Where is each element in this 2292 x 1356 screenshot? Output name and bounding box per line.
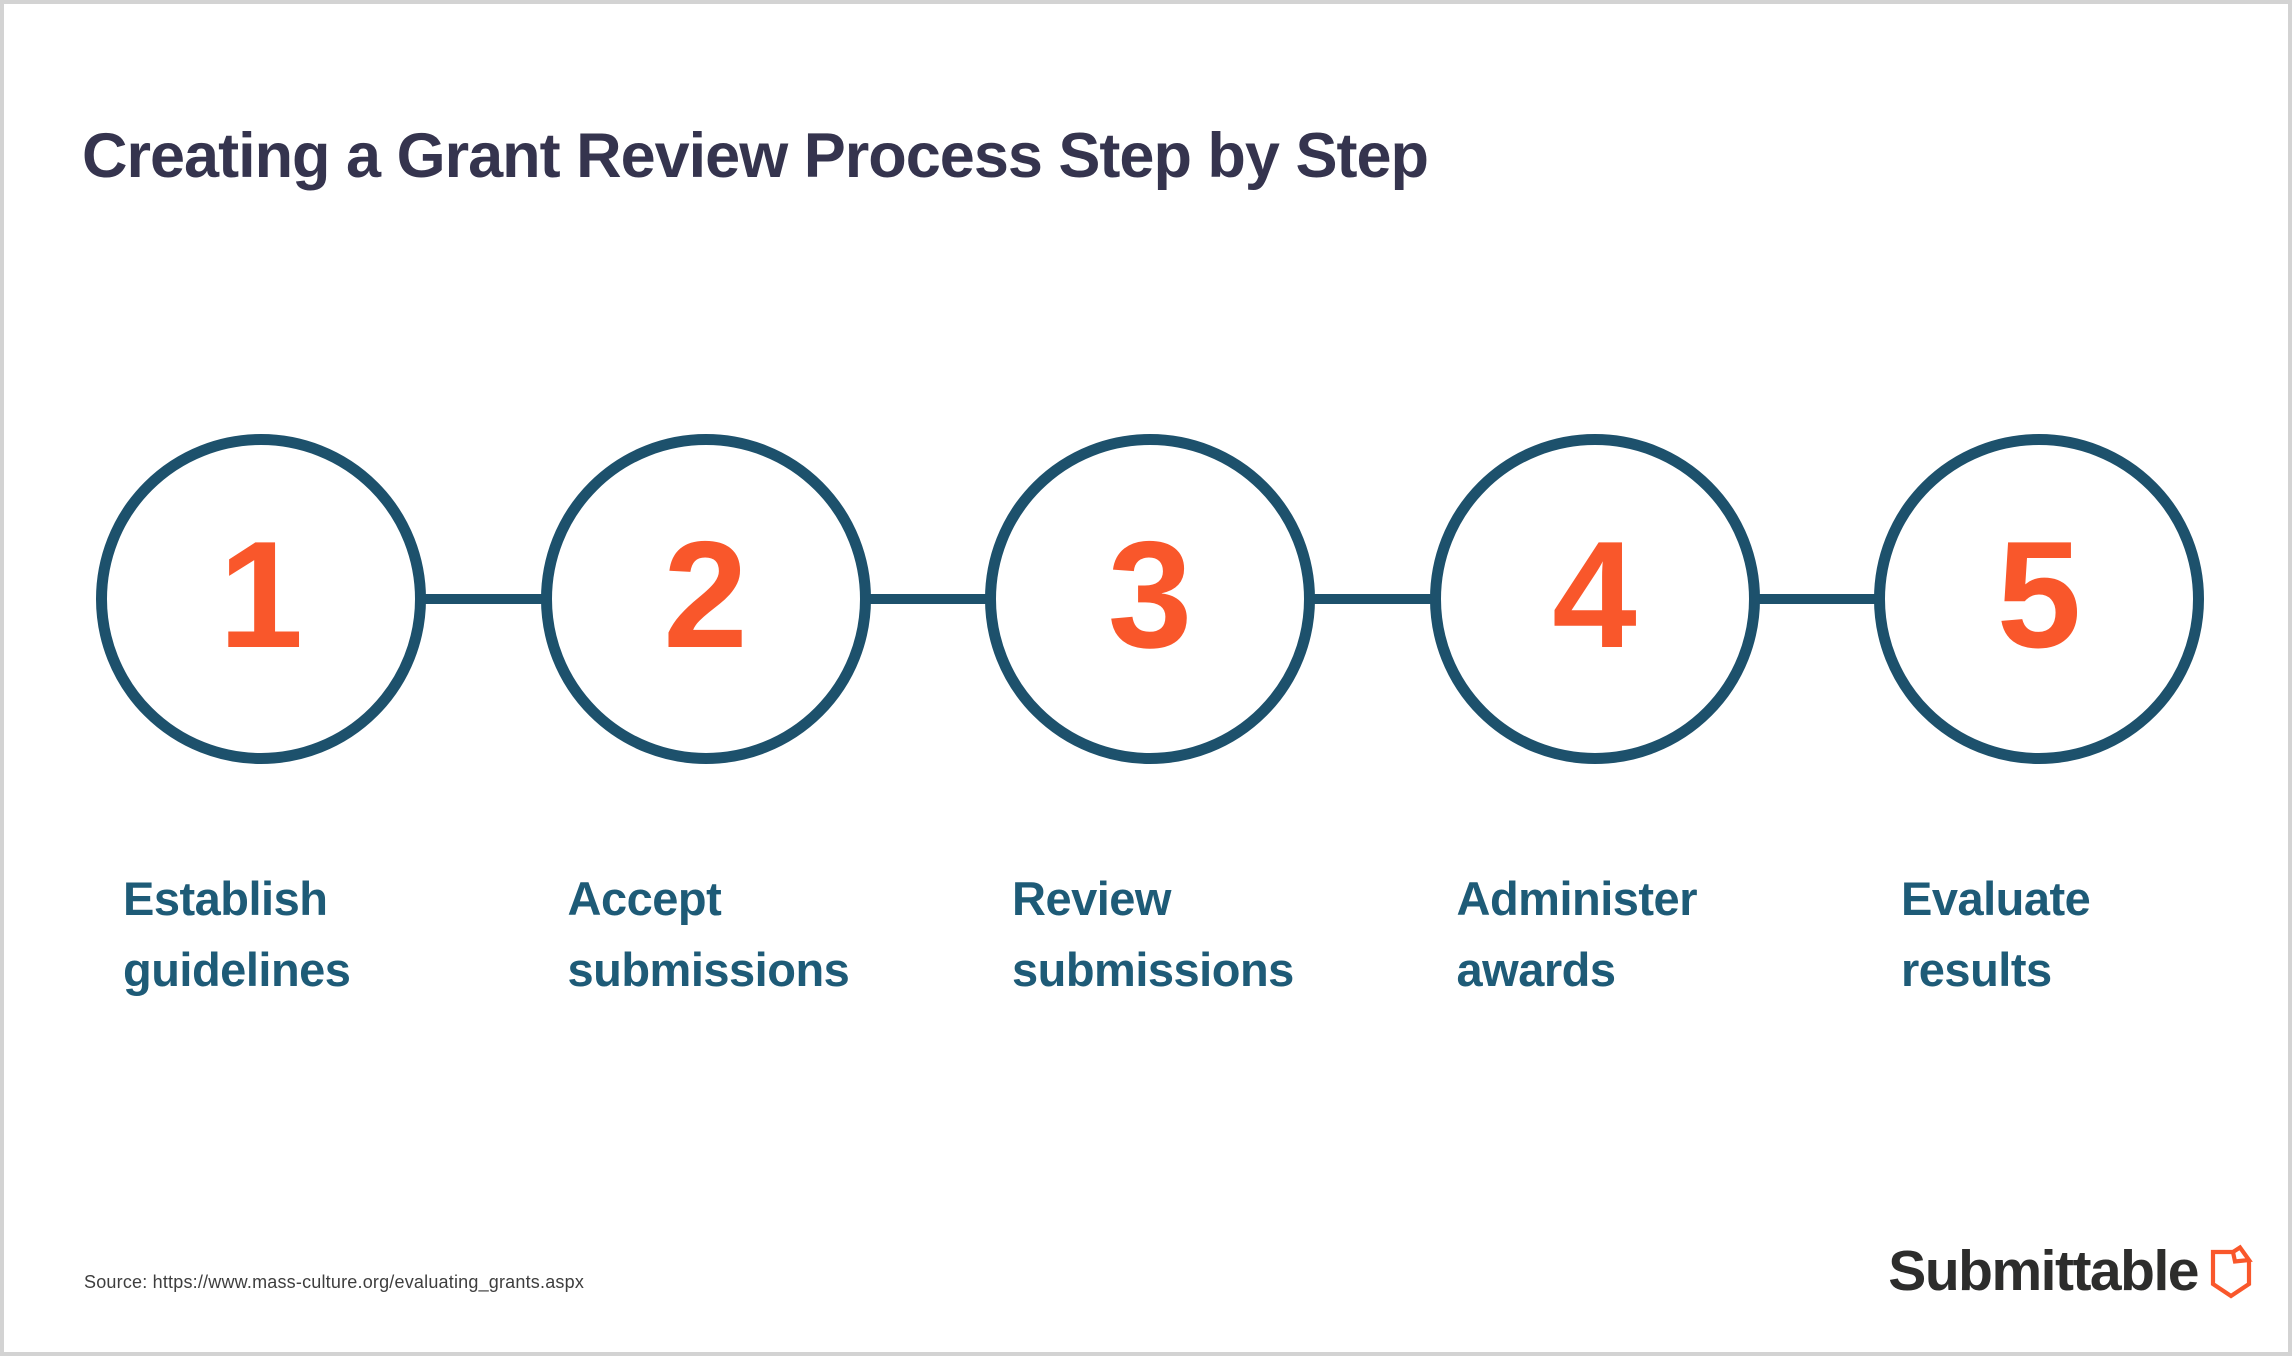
step-1-circle: 1 <box>96 434 426 764</box>
step-3-circle: 3 <box>985 434 1315 764</box>
step-5-label-line1: Evaluate <box>1901 872 2091 925</box>
steps-row: 1 Establish guidelines 2 Accept submissi… <box>91 434 2209 1005</box>
step-5-label-line2: results <box>1901 942 2052 996</box>
page-title: Creating a Grant Review Process Step by … <box>82 121 1429 191</box>
step-3-number: 3 <box>1107 510 1193 680</box>
step-3-label: Review submissions <box>980 864 1320 1005</box>
step-1: 1 Establish guidelines <box>91 434 431 1005</box>
step-2-number: 2 <box>663 510 748 680</box>
step-1-label: Establish guidelines <box>91 864 431 1005</box>
submittable-wordmark: Submittable <box>1888 1239 2199 1303</box>
step-4-number: 4 <box>1552 510 1637 680</box>
step-5-label: Evaluate results <box>1869 864 2209 1005</box>
step-3: 3 Review submissions <box>980 434 1320 1005</box>
step-5: 5 Evaluate results <box>1869 434 2209 1005</box>
source-attribution: Source: https://www.mass-culture.org/eva… <box>84 1272 585 1292</box>
step-4-label-line2: awards <box>1456 942 1616 996</box>
step-4-label-line1: Administer <box>1456 872 1698 925</box>
step-3-label-line1: Review <box>1012 872 1171 925</box>
step-2-label-line2: submissions <box>567 942 850 996</box>
step-5-number: 5 <box>1996 510 2082 680</box>
step-2: 2 Accept submissions <box>536 434 876 1005</box>
step-1-label-line1: Establish <box>123 872 328 925</box>
step-2-circle: 2 <box>540 434 871 764</box>
document-shield-icon <box>2210 1244 2253 1299</box>
step-3-label-line2: submissions <box>1012 942 1294 996</box>
step-1-label-line2: guidelines <box>123 942 351 996</box>
step-2-label: Accept submissions <box>536 864 876 1005</box>
step-4-circle: 4 <box>1429 434 1760 764</box>
process-diagram: 1 Establish guidelines 2 Accept submissi… <box>91 434 2209 1005</box>
step-4: 4 Administer awards <box>1425 434 1765 1005</box>
submittable-logo: Submittable <box>1888 1239 2256 1303</box>
step-5-circle: 5 <box>1874 434 2204 764</box>
step-1-number: 1 <box>218 510 304 680</box>
step-4-label: Administer awards <box>1425 864 1765 1005</box>
step-2-label-line1: Accept <box>567 872 722 925</box>
